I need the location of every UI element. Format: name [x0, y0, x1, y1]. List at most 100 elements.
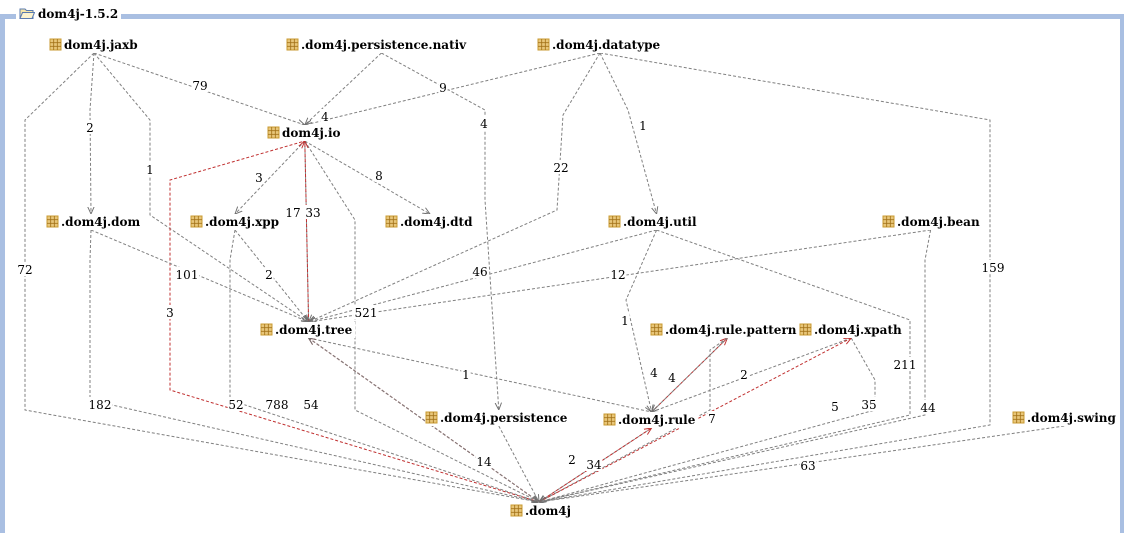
svg-text:1: 1 — [146, 163, 154, 177]
package-node-dtd[interactable]: .dom4j.dtd — [385, 214, 473, 230]
svg-text:7: 7 — [708, 412, 716, 426]
package-label: .dom4j.xpath — [814, 323, 902, 337]
edge-label-root-to-xpath: 5 — [830, 399, 840, 414]
package-node-dom[interactable]: .dom4j.dom — [46, 214, 141, 230]
edge-label-root-to-tree: 521 — [353, 305, 379, 320]
edge-label-persistence-to-root: 14 — [475, 454, 493, 469]
svg-text:521: 521 — [355, 306, 378, 320]
edge-util-to-rule[interactable] — [625, 229, 658, 412]
package-label: dom4j.io — [282, 126, 341, 140]
edge-label-swing-to-root: 63 — [799, 458, 817, 473]
svg-text:4: 4 — [321, 110, 329, 124]
edge-label-xpp-to-root: 52 — [227, 397, 245, 412]
edge-jaxb-to-dom[interactable] — [90, 52, 94, 214]
project-title-tab[interactable]: dom4j-1.5.2 — [16, 5, 122, 24]
edge-tree-to-io[interactable] — [305, 141, 310, 323]
edge-datatype-to-io[interactable] — [305, 52, 601, 125]
package-node-datatype[interactable]: .dom4j.datatype — [537, 37, 661, 53]
edge-label-root-to-rule: 2 — [567, 452, 577, 467]
svg-text:52: 52 — [228, 398, 243, 412]
package-node-tree[interactable]: .dom4j.tree — [260, 322, 356, 338]
svg-text:12: 12 — [610, 268, 625, 282]
edge-label-tree-to-io: 17 — [284, 205, 302, 220]
edge-io-to-root[interactable] — [304, 140, 539, 502]
edge-label-dom-to-tree: 101 — [174, 267, 200, 282]
edge-rulepattern-to-rule[interactable] — [652, 337, 728, 412]
package-label: .dom4j — [525, 504, 571, 518]
edge-rulepattern-to-root[interactable] — [539, 337, 728, 502]
svg-text:4: 4 — [668, 371, 676, 385]
edge-datatype-to-util[interactable] — [599, 52, 657, 214]
edge-datatype-to-tree[interactable] — [309, 52, 601, 322]
frame-border-right — [1120, 14, 1124, 533]
edge-xpp-to-root[interactable] — [229, 229, 539, 502]
edge-label-datatype-to-root: 159 — [980, 260, 1006, 275]
edge-label-persnativ-to-io: 4 — [320, 109, 330, 124]
edge-datatype-to-root[interactable] — [539, 52, 991, 502]
edge-io-to-dtd[interactable] — [304, 140, 430, 214]
package-icon — [510, 504, 523, 517]
package-node-xpp[interactable]: .dom4j.xpp — [190, 214, 279, 230]
edge-dom-to-tree[interactable] — [90, 229, 309, 322]
package-icon — [882, 215, 895, 228]
package-label: .dom4j.datatype — [552, 38, 661, 52]
svg-text:35: 35 — [861, 398, 876, 412]
edge-root-to-io[interactable] — [169, 141, 540, 503]
edge-label-jaxb-to-io: 79 — [191, 78, 209, 93]
edge-dom-to-root[interactable] — [89, 229, 539, 502]
package-node-rule[interactable]: .dom4j.rule — [603, 412, 699, 428]
edge-jaxb-to-tree[interactable] — [93, 52, 309, 322]
svg-text:4: 4 — [480, 117, 488, 131]
package-label: .dom4j.rule — [618, 413, 696, 427]
svg-text:44: 44 — [920, 401, 936, 415]
edge-label-dom-to-root: 182 — [87, 397, 113, 412]
edge-label-datatype-to-io: 9 — [438, 80, 448, 95]
svg-text:2: 2 — [740, 368, 748, 382]
package-node-rulepattern[interactable]: .dom4j.rule.pattern — [650, 322, 803, 338]
package-node-persnativ[interactable]: .dom4j.persistence.nativ — [286, 37, 475, 53]
edge-xpath-to-root[interactable] — [539, 337, 876, 502]
svg-text:8: 8 — [375, 169, 383, 183]
package-node-root[interactable]: .dom4j — [510, 503, 571, 519]
package-icon — [260, 323, 273, 336]
edge-label-io-to-xpp: 3 — [254, 170, 264, 185]
edge-label-root-to-io: 3 — [165, 305, 175, 320]
edge-label-persnativ-to-persistence: 4 — [479, 116, 489, 131]
svg-text:101: 101 — [176, 268, 199, 282]
package-node-jaxb[interactable]: dom4j.jaxb — [49, 37, 138, 53]
edge-root-to-tree[interactable] — [309, 338, 540, 503]
package-icon — [385, 215, 398, 228]
svg-text:17: 17 — [285, 206, 300, 220]
edge-bean-to-root[interactable] — [539, 229, 932, 502]
edge-persnativ-to-io[interactable] — [305, 52, 382, 125]
package-icon — [286, 38, 299, 51]
package-node-persistence[interactable]: .dom4j.persistence — [425, 410, 571, 426]
edge-tree-to-rule[interactable] — [308, 337, 652, 412]
package-node-swing[interactable]: .dom4j.swing — [1012, 410, 1117, 426]
edge-jaxb-to-root[interactable] — [24, 52, 539, 502]
svg-text:72: 72 — [17, 263, 32, 277]
package-node-xpath[interactable]: .dom4j.xpath — [799, 322, 902, 338]
edge-persistence-to-root[interactable] — [498, 425, 539, 502]
open-folder-icon — [19, 5, 36, 24]
svg-text:79: 79 — [192, 79, 207, 93]
edge-xpath-to-rule[interactable] — [652, 337, 852, 412]
package-node-io[interactable]: dom4j.io — [267, 125, 341, 141]
svg-text:3: 3 — [166, 306, 174, 320]
edge-label-util-to-tree: 46 — [471, 264, 489, 279]
edge-label-rulepattern-to-rule: 4 — [667, 370, 677, 385]
edge-persnativ-to-persistence[interactable] — [381, 52, 498, 410]
svg-text:1: 1 — [621, 314, 629, 328]
svg-text:34: 34 — [586, 458, 602, 472]
package-icon — [608, 215, 621, 228]
edge-label-util-to-rule: 1 — [620, 313, 630, 328]
edge-label-bean-to-root: 44 — [919, 400, 937, 415]
package-node-bean[interactable]: .dom4j.bean — [882, 214, 980, 230]
package-icon — [537, 38, 550, 51]
package-node-util[interactable]: .dom4j.util — [608, 214, 704, 230]
edge-io-to-xpp[interactable] — [235, 140, 306, 214]
svg-text:2: 2 — [568, 453, 576, 467]
edge-label-root-to-tree: 54 — [302, 397, 320, 412]
